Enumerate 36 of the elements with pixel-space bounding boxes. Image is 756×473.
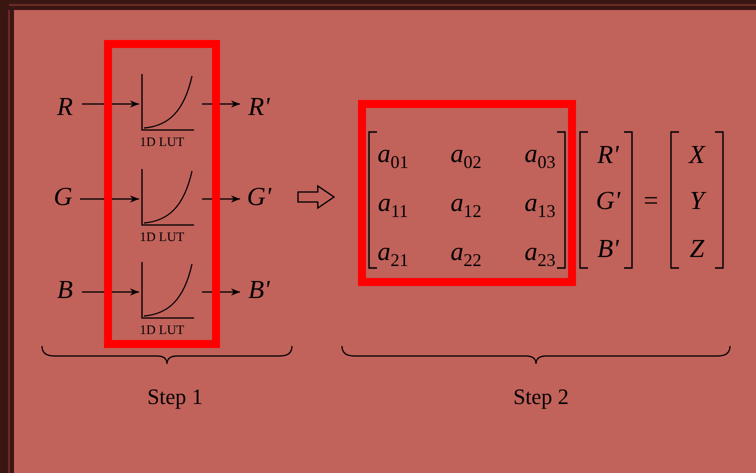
arrow: [82, 288, 139, 296]
vector-entry: B': [597, 234, 619, 264]
arrow: [82, 100, 139, 108]
matrix-entry: a$_{23}$: [524, 236, 556, 272]
vector-entry: G': [596, 186, 620, 216]
step-caption: Step 2: [513, 383, 569, 411]
arrow: [202, 195, 240, 203]
vector-entry: X: [689, 140, 705, 170]
arrow: [202, 100, 240, 108]
channel-label: G': [242, 182, 276, 212]
matrix-entry: a$_{02}$: [450, 138, 482, 174]
channel-label: B': [242, 275, 276, 305]
lut-label: 1D LUT: [138, 134, 186, 150]
arrow: [202, 288, 240, 296]
matrix-entry: a$_{21}$: [378, 236, 408, 272]
vector-entry: Y: [690, 186, 704, 216]
matrix-entry: a$_{11}$: [378, 188, 408, 224]
channel-label: B: [50, 275, 80, 305]
matrix-entry: a$_{12}$: [450, 188, 482, 224]
vector-entry: Z: [690, 234, 704, 264]
arrow: [80, 195, 139, 203]
matrix-entry: a$_{13}$: [524, 188, 556, 224]
matrix-entry: a$_{03}$: [524, 138, 556, 174]
lut-label: 1D LUT: [138, 229, 186, 245]
highlight-frame: [104, 40, 220, 348]
channel-label: G: [48, 182, 78, 212]
matrix-entry: a$_{22}$: [450, 236, 482, 272]
channel-label: R: [50, 92, 80, 122]
matrix-entry: a$_{01}$: [378, 138, 408, 174]
channel-label: R': [242, 92, 276, 122]
vector-entry: R': [597, 140, 619, 170]
equals-sign: =: [644, 186, 658, 216]
lut-label: 1D LUT: [138, 322, 186, 338]
step-caption: Step 1: [147, 383, 203, 411]
hollow-arrow: [297, 184, 336, 210]
highlight-frame: [358, 100, 576, 286]
